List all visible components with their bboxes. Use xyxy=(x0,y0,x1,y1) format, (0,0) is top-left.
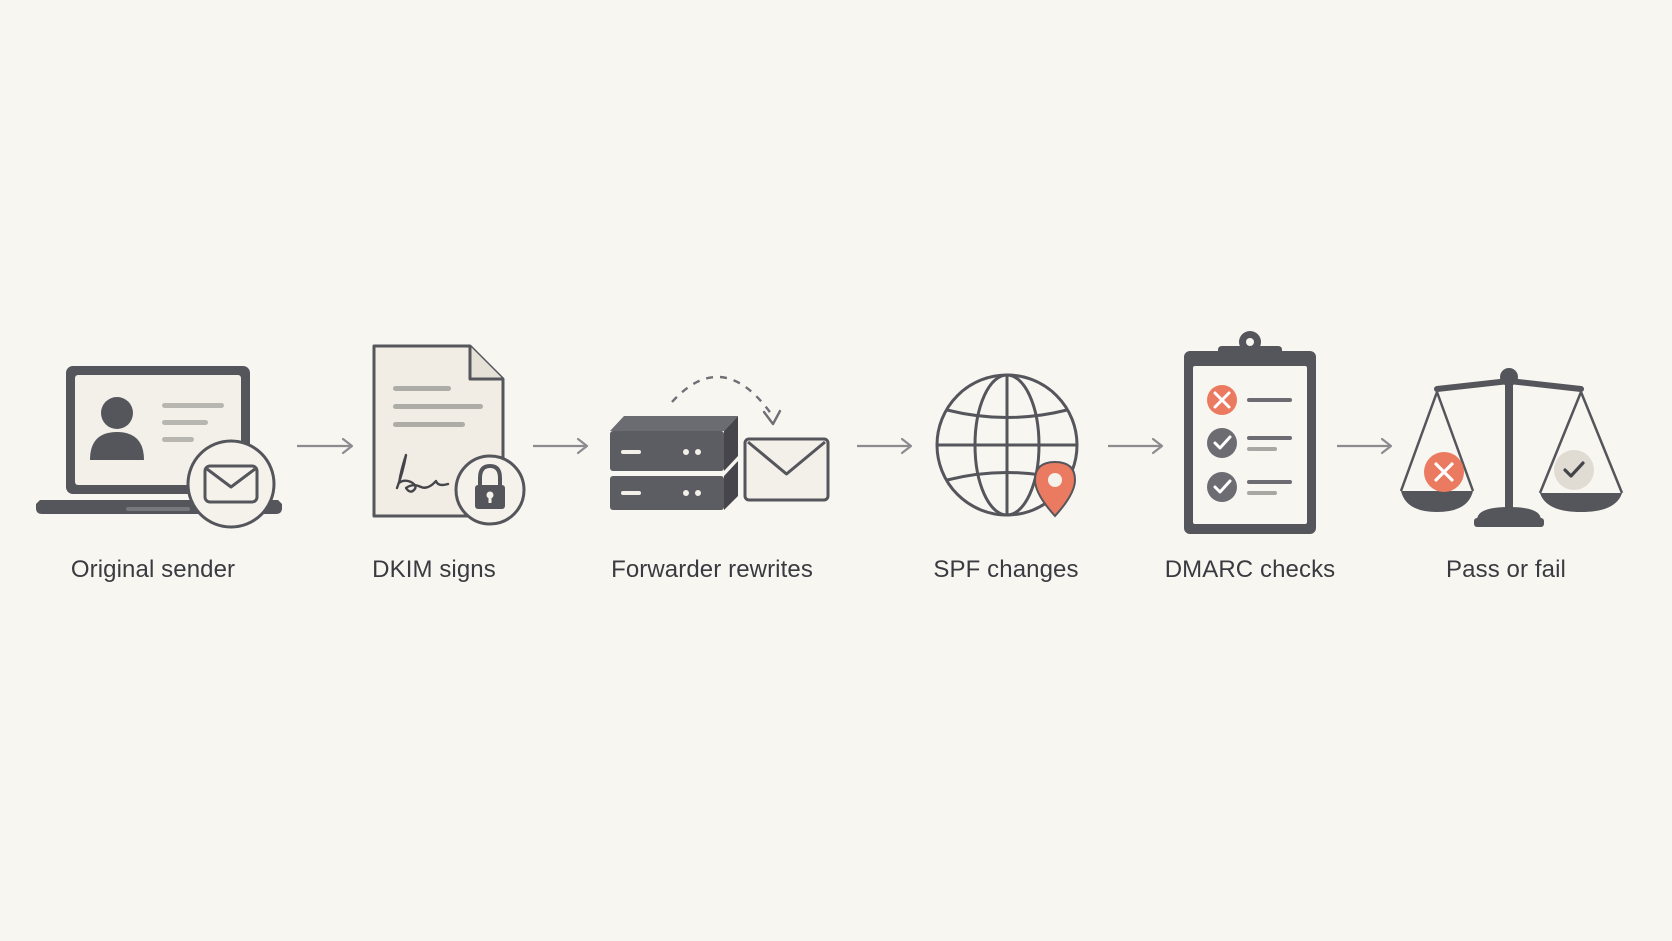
clipboard-checklist-icon xyxy=(1184,331,1316,534)
arrow-right-icon xyxy=(297,437,354,455)
step-label-pass-or-fail: Pass or fail xyxy=(1446,556,1566,583)
server-forward-envelope-icon xyxy=(610,375,830,510)
balance-scale-icon xyxy=(1399,368,1624,527)
arrow-right-icon xyxy=(1108,437,1164,455)
arrow-right-icon xyxy=(1337,437,1393,455)
arrow-right-icon xyxy=(533,437,589,455)
laptop-envelope-icon xyxy=(36,366,282,529)
step-label-dkim-signs: DKIM signs xyxy=(372,556,496,583)
step-label-dmarc-checks: DMARC checks xyxy=(1164,556,1336,583)
step-label-forwarder-rewrites: Forwarder rewrites xyxy=(611,556,813,583)
signed-document-lock-icon xyxy=(372,344,526,526)
globe-location-pin-icon xyxy=(935,373,1079,518)
step-label-spf-changes: SPF changes xyxy=(933,556,1079,583)
arrow-right-icon xyxy=(857,437,913,455)
step-label-original-sender: Original sender xyxy=(70,556,236,583)
